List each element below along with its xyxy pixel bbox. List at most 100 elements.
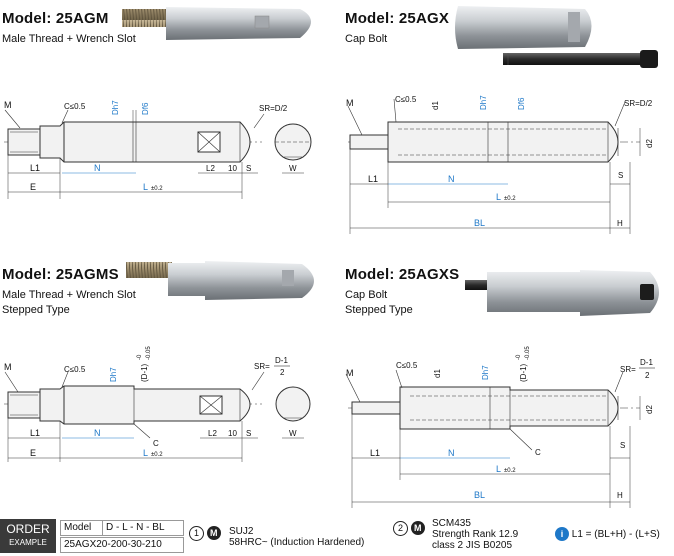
dim-sr-3: SR= [254, 362, 270, 371]
dim-e-3: E [30, 448, 36, 458]
dim-n-2: N [448, 174, 455, 184]
note-1-number: 1 [189, 526, 204, 541]
dim-e: E [30, 182, 36, 192]
panel2-subtitle: Cap Bolt [345, 33, 388, 45]
dim-tol-lo: -0.05 [146, 346, 152, 360]
dim-sr-den: 2 [280, 368, 285, 377]
dim-bl: BL [474, 218, 485, 228]
dim-l-2: L [496, 192, 501, 202]
note-1-line2: 58HRC~ (Induction Hardened) [229, 537, 365, 548]
dim-10-3: 10 [228, 429, 237, 438]
note-2: 2 M [393, 521, 425, 536]
dim-h: H [617, 219, 623, 228]
dim-l-tol: ±0.2 [151, 186, 163, 192]
dim-c-4: C [535, 448, 541, 457]
dim-c: C [153, 439, 159, 448]
dim-n-4: N [448, 448, 455, 458]
material-m-icon-2: M [410, 521, 425, 535]
drawing-25agm: M C≤0.5 Dh7 Df6 SR=D/2 L1 N L2 10 S W E … [4, 100, 312, 199]
dim-n: N [94, 163, 101, 173]
photo-25agxs [465, 270, 659, 316]
order-label-line1: ORDER [6, 522, 50, 536]
dim-s-4: S [620, 441, 625, 450]
dim-chamfer: C≤0.5 [64, 102, 86, 111]
order-model-header: Model [60, 520, 104, 536]
dim-sr-num: D-1 [275, 356, 288, 365]
dim-sr-num-4: D-1 [640, 358, 653, 367]
order-format: D - L - N - BL [102, 520, 184, 536]
panel2-title: Model: 25AGX [345, 10, 450, 27]
panel3-subtitle2: Stepped Type [2, 304, 70, 316]
note-info-text: L1 = (BL+H) - (L+S) [571, 529, 660, 540]
dim-dh7-3: Dh7 [109, 367, 118, 382]
dim-dfs-2: Df6 [517, 97, 526, 110]
order-label-line2: EXAMPLE [9, 538, 47, 547]
dim-chamfer-4: C≤0.5 [396, 361, 418, 370]
note-2-number: 2 [393, 521, 408, 536]
note-1: 1 M [189, 526, 221, 541]
dim-m-3: M [4, 362, 12, 372]
dim-l1-4: L1 [370, 448, 380, 458]
dim-m-4: M [346, 368, 354, 378]
info-icon: i [555, 527, 569, 541]
panel4-subtitle: Cap Bolt [345, 289, 388, 301]
drawing-25agms: M C≤0.5 Dh7 (D-1) -0 -0.05 SR= D-1 2 C L… [4, 346, 311, 462]
note-1-line1: SUJ2 [229, 526, 254, 537]
dim-10: 10 [228, 164, 237, 173]
dim-l1: L1 [30, 163, 40, 173]
dim-chamfer-2: C≤0.5 [395, 95, 417, 104]
photo-25agms [126, 261, 314, 300]
dim-w: W [289, 164, 297, 173]
dim-l-3: L [143, 448, 148, 458]
photo-25agm [122, 7, 311, 40]
dim-d1-4: d1 [433, 369, 442, 378]
dim-tol-hi-4: -0 [516, 354, 522, 360]
dim-h-4: H [617, 491, 623, 500]
dim-dm1: (D-1) [140, 363, 149, 382]
dim-s-2: S [618, 171, 623, 180]
material-m-icon: M [206, 526, 221, 540]
order-example-label: ORDER EXAMPLE [0, 519, 56, 553]
dim-dh7: Dh7 [111, 100, 120, 115]
dim-dfs: Df6 [141, 102, 150, 115]
dim-l2: L2 [206, 164, 215, 173]
dim-dh7-4: Dh7 [481, 365, 490, 380]
dim-l1-2: L1 [368, 174, 378, 184]
panel1-subtitle: Male Thread + Wrench Slot [2, 33, 136, 45]
dim-tol-lo-4: -0.05 [525, 346, 531, 360]
dim-l-tol-3: ±0.2 [151, 452, 163, 458]
dim-n-3: N [94, 428, 101, 438]
order-example-value: 25AGX20-200-30-210 [60, 537, 184, 553]
dim-s-3: S [246, 429, 251, 438]
dim-bl-4: BL [474, 490, 485, 500]
dim-d2-4: d2 [645, 405, 654, 414]
photo-25agx [455, 6, 658, 68]
dim-sr: SR=D/2 [259, 104, 288, 113]
dim-s: S [246, 164, 251, 173]
note-2-line1: SCM435 [432, 518, 471, 529]
drawing-25agxs: M C≤0.5 d1 Dh7 (D-1) -0 -0.05 SR= D-1 2 … [345, 346, 655, 508]
panel4-subtitle2: Stepped Type [345, 304, 413, 316]
dim-m-2: M [346, 98, 354, 108]
note-info: i L1 = (BL+H) - (L+S) [555, 527, 660, 541]
dim-m: M [4, 100, 12, 110]
dim-l: L [143, 182, 148, 192]
note-2-text: SCM435 Strength Rank 12.9 class 2 JIS B0… [432, 518, 518, 551]
dim-w-3: W [289, 429, 297, 438]
panel4-title: Model: 25AGXS [345, 266, 460, 283]
dim-tol-hi: -0 [137, 354, 143, 360]
dim-l-tol-2: ±0.2 [504, 196, 516, 202]
dim-sr-4: SR= [620, 365, 636, 374]
dim-l-tol-4: ±0.2 [504, 468, 516, 474]
panel3-subtitle: Male Thread + Wrench Slot [2, 289, 136, 301]
dim-dh7-2: Dh7 [479, 95, 488, 110]
dim-chamfer-3: C≤0.5 [64, 365, 86, 374]
note-2-line2: Strength Rank 12.9 [432, 529, 519, 540]
panel1-title: Model: 25AGM [2, 10, 109, 27]
note-2-line3: class 2 JIS B0205 [432, 540, 513, 551]
drawing-25agx: M C≤0.5 d1 Dh7 Df6 SR=D/2 d2 L1 N S L ±0… [346, 95, 654, 234]
dim-d2: d2 [645, 139, 654, 148]
dim-l1-3: L1 [30, 428, 40, 438]
dim-l2-3: L2 [208, 429, 217, 438]
